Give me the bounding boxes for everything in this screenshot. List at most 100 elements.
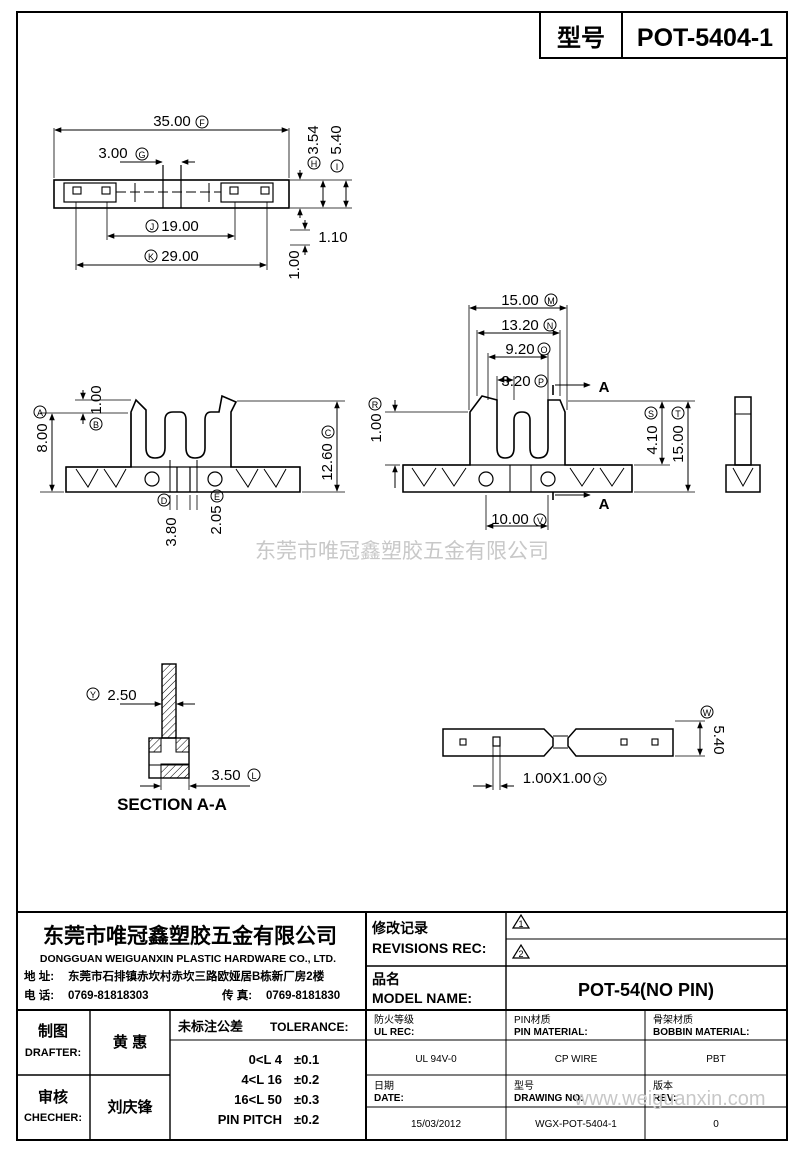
tag-V: V <box>537 516 543 526</box>
tol-range-3: PIN PITCH <box>218 1112 282 1127</box>
bobbin-value: PBT <box>706 1054 725 1065</box>
fax-label: 传 真: <box>221 988 252 1002</box>
top-view-labels: 35.00 F 3.00 G 19.00 J 29.00 K 3.54 H 5.… <box>98 113 347 280</box>
section-mark-bottom: A <box>599 496 610 513</box>
sheet-border <box>16 11 788 1141</box>
tag-E: E <box>214 492 220 502</box>
tag-F: F <box>199 118 205 128</box>
pin-en: PIN MATERIAL: <box>514 1027 588 1038</box>
rev-mark-2: 2 <box>518 949 523 959</box>
bobbin-cn: 骨架材质 <box>653 1013 693 1026</box>
dim-3-8: 3.80 <box>163 517 180 546</box>
checker-name: 刘庆锋 <box>107 1098 153 1116</box>
tag-G: G <box>138 150 145 160</box>
tol-val-0: ±0.1 <box>294 1052 319 1067</box>
tag-S: S <box>648 409 654 419</box>
tol-range-0: 0<L 4 <box>249 1052 283 1067</box>
tel-label: 电 话: <box>24 988 54 1002</box>
dim-35: 35.00 <box>153 113 191 130</box>
checker-en: CHECHER: <box>24 1112 82 1124</box>
bobbin-en: BOBBIN MATERIAL: <box>653 1027 749 1038</box>
dim-15: 15.00 <box>670 425 687 463</box>
tag-L: L <box>251 771 256 781</box>
front-view-labels: A 8.00 1.00 B 12.60 C 3.80 D 2.05 E <box>33 385 336 547</box>
dwg-value: WGX-POT-5404-1 <box>535 1119 617 1130</box>
tag-H: H <box>311 159 318 169</box>
tag-P: P <box>538 377 544 387</box>
model-name: POT-54(NO PIN) <box>578 980 714 1000</box>
date-cn: 日期 <box>374 1080 394 1092</box>
dwg-cn: 型号 <box>514 1079 534 1092</box>
dim-pitch: 1.00X1.00 <box>523 770 591 787</box>
rev-mark-1: 1 <box>518 919 523 929</box>
dim-2-05: 2.05 <box>208 505 225 534</box>
company-cn: 东莞市唯冠鑫塑胶五金有限公司 <box>43 924 337 948</box>
section-aa <box>120 663 250 790</box>
side-view <box>385 305 695 530</box>
tag-Y: Y <box>90 690 96 700</box>
checker-cn: 审核 <box>38 1088 68 1106</box>
dim-1-side: 1.00 <box>368 413 385 442</box>
model-label: 型号 <box>557 25 605 52</box>
dim-9-2: 9.20 <box>505 341 534 358</box>
company-en: DONGGUAN WEIGUANXIN PLASTIC HARDWARE CO.… <box>40 953 336 965</box>
section-title: SECTION A-A <box>117 795 227 814</box>
watermark-url: www.weiguanxin.com <box>573 1088 765 1110</box>
dim-13-2: 13.20 <box>501 317 539 334</box>
title-block-text: 1 2 东莞市唯冠鑫塑胶五金有限公司 DONGGUAN WEIGUANXIN P… <box>24 919 766 1130</box>
tel: 0769-81818303 <box>68 990 149 1002</box>
dim-10: 10.00 <box>491 511 529 528</box>
dim-19: 19.00 <box>161 218 199 235</box>
front-view <box>40 390 345 510</box>
model-cn: 品名 <box>372 971 400 987</box>
dim-2-5: 2.50 <box>107 687 136 704</box>
tag-J: J <box>150 222 155 232</box>
tag-M: M <box>547 296 555 306</box>
side-view-labels: 15.00 M 13.20 N 9.20 O 3.20 P R 1.00 4.1… <box>368 292 687 528</box>
ver-en: REV: <box>653 1093 676 1104</box>
dim-1-10: 1.10 <box>318 229 347 246</box>
dim-3: 3.00 <box>98 145 127 162</box>
section-mark-top: A <box>599 379 610 396</box>
dim-4-1: 4.10 <box>644 425 661 454</box>
drafter-cn: 制图 <box>38 1022 68 1040</box>
top-view <box>53 127 352 270</box>
date-en: DATE: <box>374 1093 404 1104</box>
dim-3-54: 3.54 <box>305 125 322 154</box>
tag-A: A <box>37 408 43 418</box>
dim-1-00: 1.00 <box>286 250 303 279</box>
tol-en: TOLERANCE: <box>270 1020 348 1034</box>
tol-val-1: ±0.2 <box>294 1072 319 1087</box>
tol-range-1: 4<L 16 <box>241 1072 282 1087</box>
ul-en: UL REC: <box>374 1027 414 1038</box>
dim-3-2: 3.20 <box>501 373 530 390</box>
address-label: 地 址: <box>24 969 54 983</box>
dim-15-top: 15.00 <box>501 292 539 309</box>
model-number: POT-5404-1 <box>637 24 773 52</box>
dim-12-6: 12.60 <box>319 443 336 481</box>
header-box: 型号 POT-5404-1 <box>539 11 788 59</box>
watermark-text: 东莞市唯冠鑫塑胶五金有限公司 <box>255 540 549 563</box>
ul-value: UL 94V-0 <box>415 1054 457 1065</box>
ver-value: 0 <box>713 1119 719 1130</box>
date-value: 15/03/2012 <box>411 1119 461 1130</box>
pin-value: CP WIRE <box>555 1054 598 1065</box>
dim-5-40: 5.40 <box>328 125 345 154</box>
tag-T: T <box>675 409 681 419</box>
tol-val-2: ±0.3 <box>294 1092 319 1107</box>
dwg-en: DRAWING NO: <box>514 1093 583 1104</box>
tag-D: D <box>161 496 168 506</box>
tag-K: K <box>148 252 154 262</box>
dim-29: 29.00 <box>161 248 199 265</box>
tag-C: C <box>325 428 332 438</box>
address: 东莞市石排镇赤坎村赤坎三路欧娅居B栋新厂房2楼 <box>68 969 325 983</box>
tag-I: I <box>336 162 339 172</box>
tol-cn: 未标注公差 <box>177 1019 243 1034</box>
model-en: MODEL NAME: <box>372 990 472 1006</box>
tol-val-3: ±0.2 <box>294 1112 319 1127</box>
tag-W: W <box>703 708 712 718</box>
tag-B: B <box>93 420 99 430</box>
drafter-en: DRAFTER: <box>25 1047 81 1059</box>
rev-en: REVISIONS REC: <box>372 940 486 956</box>
